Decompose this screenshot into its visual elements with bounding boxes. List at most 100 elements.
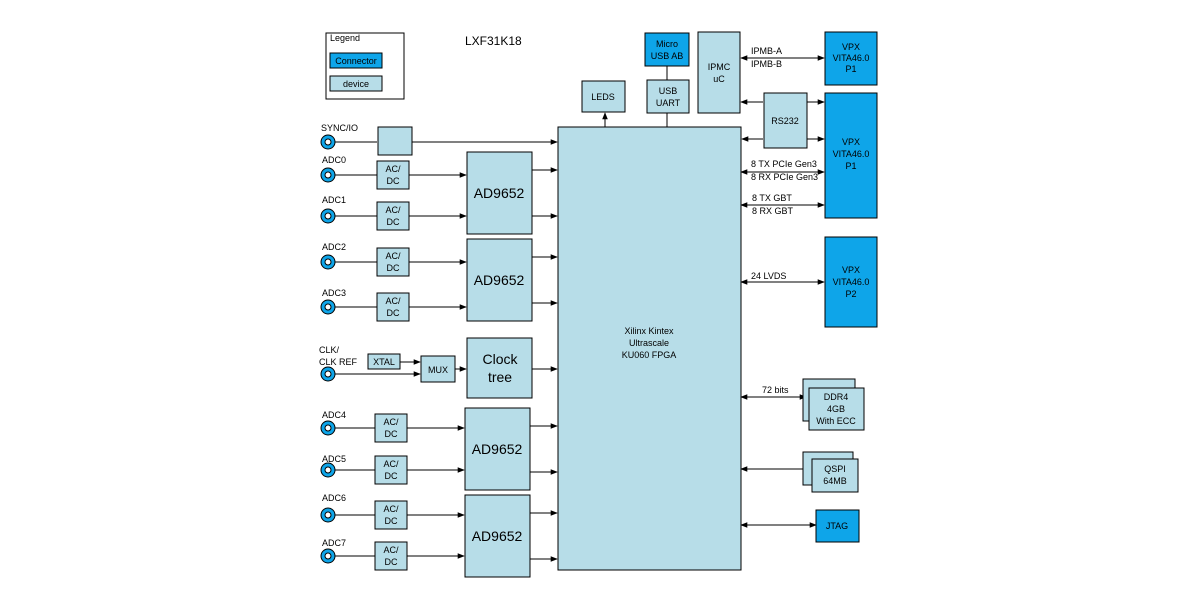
qspi-line2: 64MB [823, 476, 847, 486]
usb-uart-block [646, 79, 690, 114]
acdc-line1-3: AC/ [385, 296, 401, 306]
pcie-tx-label: 8 TX PCIe Gen3 [751, 159, 817, 169]
ad9652-label-2: AD9652 [472, 441, 523, 457]
legend-device-swatch [329, 75, 383, 92]
ddr4-line3: With ECC [816, 416, 856, 426]
fpga-label-line1: Xilinx Kintex [624, 326, 674, 336]
acdc-block-4 [374, 413, 408, 443]
leds-label: LEDS [591, 92, 615, 102]
diagram-title: LXF31K18 [465, 34, 522, 48]
adc-label-2: ADC2 [322, 242, 346, 252]
vpx-p1-top-line2: VITA46.0 [833, 53, 870, 63]
qspi-block [811, 458, 859, 493]
acdc-line2-6: DC [385, 516, 398, 526]
acdc-line1-1: AC/ [385, 205, 401, 215]
vpx-p2-line3: P2 [845, 289, 856, 299]
vpx-p1-top-line1: VPX [842, 42, 860, 52]
ipmb-b-label: IPMB-B [751, 59, 782, 69]
micro-usb-connector [644, 32, 690, 67]
acdc-line2-0: DC [387, 176, 400, 186]
mux-label: MUX [428, 365, 448, 375]
acdc-line2-1: DC [387, 217, 400, 227]
vpx-p1-top-line3: P1 [845, 64, 856, 74]
ddr4-line1: DDR4 [824, 392, 849, 402]
pcie-rx-label: 8 RX PCIe Gen3 [751, 172, 818, 182]
xtal-label: XTAL [373, 357, 395, 367]
acdc-line2-4: DC [385, 429, 398, 439]
ipmc-block [697, 31, 741, 114]
ad9652-chip-2 [464, 407, 531, 491]
qspi-line1: QSPI [824, 464, 846, 474]
ad9652-chip-1 [466, 238, 533, 322]
acdc-block-7 [374, 541, 408, 571]
clock-tree-line2: tree [488, 369, 512, 385]
ddr4-block [808, 387, 865, 431]
ipmc-line1: IPMC [708, 62, 731, 72]
adc-label-5: ADC5 [322, 454, 346, 464]
ad9652-chip-0 [466, 151, 533, 235]
adc-label-0: ADC0 [322, 155, 346, 165]
adc-label-6: ADC6 [322, 493, 346, 503]
ipmc-line2: uC [713, 74, 725, 84]
rs232-block [763, 92, 808, 149]
mux-block [420, 355, 456, 383]
clk-label-line1: CLK/ [319, 345, 340, 355]
acdc-block-2 [376, 247, 410, 277]
acdc-line2-2: DC [387, 263, 400, 273]
jtag-label: JTAG [826, 521, 848, 531]
acdc-line2-5: DC [385, 471, 398, 481]
vpx-p2-connector [824, 236, 878, 328]
legend-connector-swatch [329, 52, 383, 69]
adc-label-7: ADC7 [322, 538, 346, 548]
micro-usb-line2: USB AB [651, 51, 684, 61]
sync-io-label: SYNC/IO [321, 123, 358, 133]
ad9652-label-1: AD9652 [474, 272, 525, 288]
acdc-line1-2: AC/ [385, 251, 401, 261]
acdc-line2-7: DC [385, 557, 398, 567]
vpx-p1-main-line3: P1 [845, 161, 856, 171]
legend-device-label: device [343, 79, 369, 89]
vpx-p1-main-connector [824, 92, 878, 219]
usb-uart-line2: UART [656, 98, 681, 108]
vpx-p2-line2: VITA46.0 [833, 277, 870, 287]
ad9652-chip-3 [464, 494, 531, 578]
fpga-block [557, 126, 742, 571]
vpx-p1-main-line1: VPX [842, 137, 860, 147]
legend: Legend Connector device [325, 32, 405, 100]
micro-usb-line1: Micro [656, 39, 678, 49]
ad9652-label-3: AD9652 [472, 528, 523, 544]
gbt-tx-label: 8 TX GBT [752, 193, 792, 203]
fpga-label-line2: Ultrascale [629, 338, 669, 348]
leds-block [581, 80, 626, 113]
ddr4-bits-label: 72 bits [762, 385, 789, 395]
acdc-block-0 [376, 160, 410, 190]
legend-heading: Legend [330, 33, 360, 43]
clock-tree-line1: Clock [482, 351, 518, 367]
acdc-line1-0: AC/ [385, 164, 401, 174]
lvds-label: 24 LVDS [751, 271, 786, 281]
ad9652-label-0: AD9652 [474, 185, 525, 201]
acdc-line1-6: AC/ [383, 504, 399, 514]
usb-uart-line1: USB [659, 86, 678, 96]
vpx-p2-line1: VPX [842, 265, 860, 275]
legend-connector-label: Connector [335, 56, 377, 66]
adc-label-1: ADC1 [322, 195, 346, 205]
rs232-label: RS232 [771, 116, 799, 126]
jtag-connector [815, 509, 860, 543]
acdc-line1-5: AC/ [383, 459, 399, 469]
vpx-p1-main-line2: VITA46.0 [833, 149, 870, 159]
adc-channels: ADC0AC/DCADC1AC/DCADC2AC/DCADC3AC/DCADC4… [320, 151, 558, 578]
ddr4-line2: 4GB [827, 404, 845, 414]
clock-tree-block [466, 337, 533, 399]
adc-label-4: ADC4 [322, 410, 346, 420]
fpga-label-line3: KU060 FPGA [622, 350, 677, 360]
sync-io-buffer [377, 126, 413, 156]
gbt-rx-label: 8 RX GBT [752, 206, 794, 216]
acdc-line2-3: DC [387, 308, 400, 318]
clk-label-line2: CLK REF [319, 357, 358, 367]
adc-label-3: ADC3 [322, 288, 346, 298]
acdc-line1-4: AC/ [383, 417, 399, 427]
ipmb-a-label: IPMB-A [751, 46, 782, 56]
acdc-line1-7: AC/ [383, 545, 399, 555]
